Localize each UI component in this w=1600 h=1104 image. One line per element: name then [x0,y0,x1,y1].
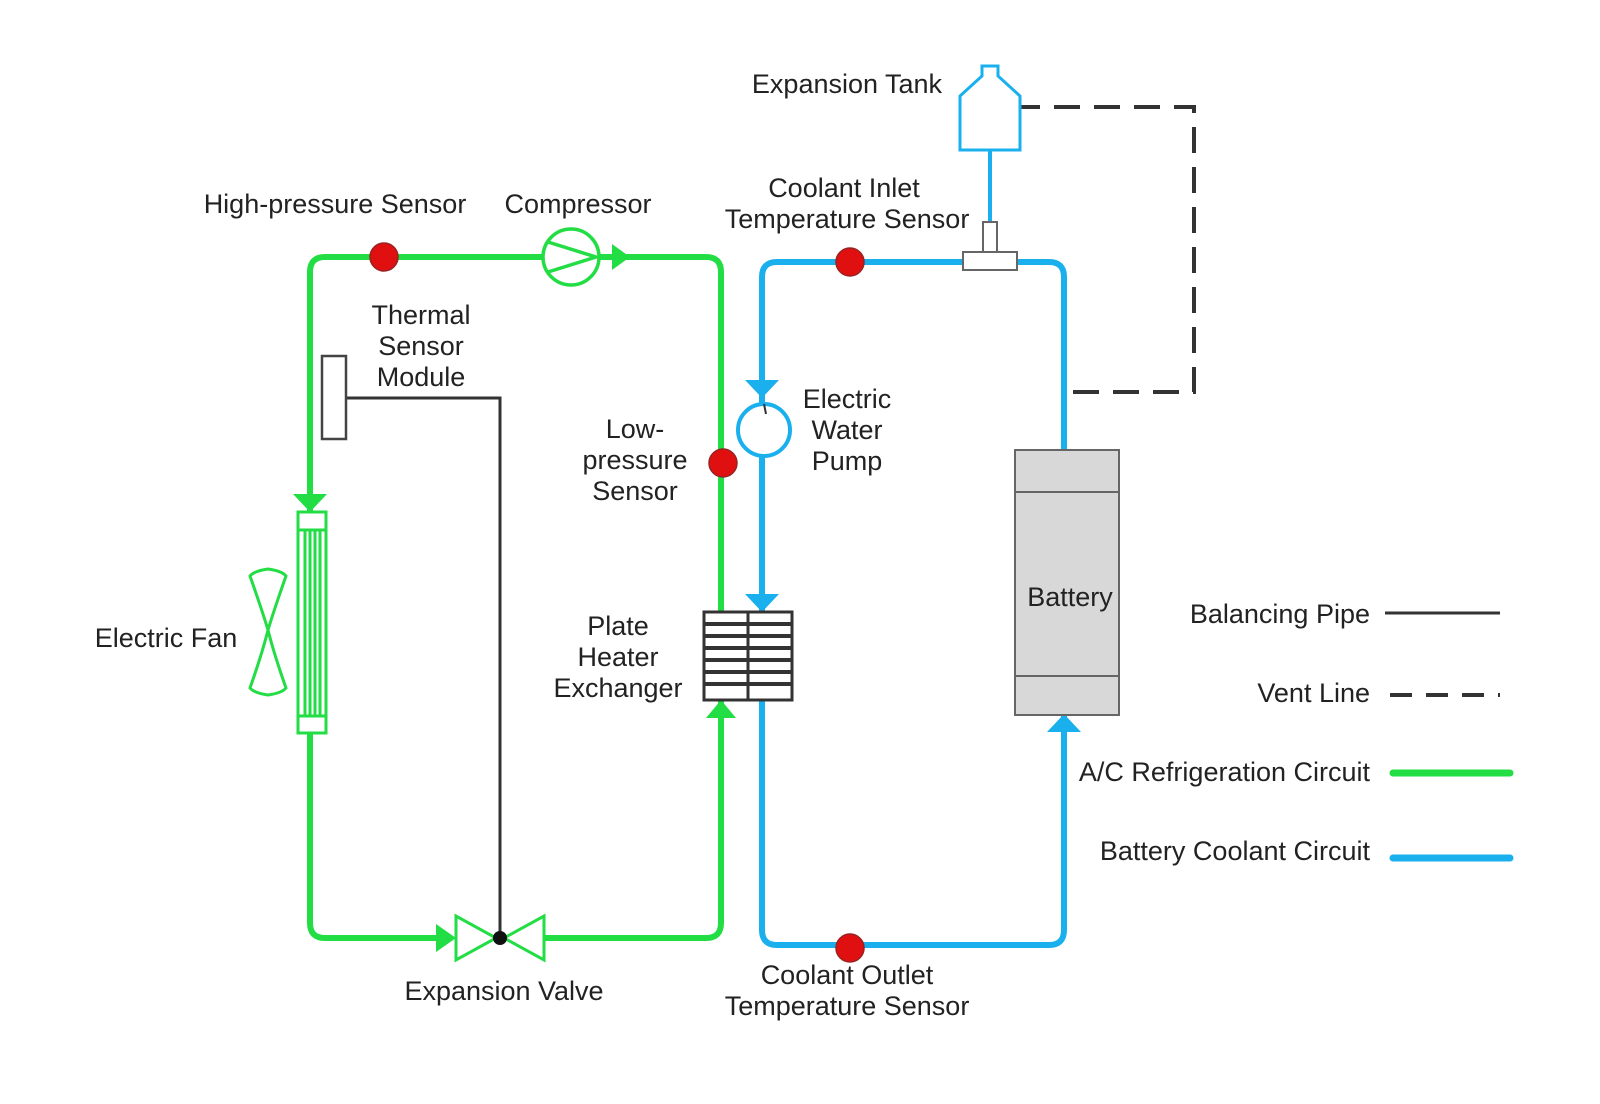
arrow-icon [1047,714,1081,732]
label-thermal-1: Thermal [371,300,470,330]
coolant-flow-arrows [745,380,1081,732]
label-coolant-outlet-2: Temperature Sensor [725,991,970,1021]
arrow-icon [745,380,779,398]
coolant-outlet-sensor-icon [835,933,865,963]
label-expansion-tank: Expansion Tank [752,69,943,99]
low-pressure-sensor-icon [708,448,738,478]
label-thermal-3: Module [377,362,466,392]
expansion-tank-icon [958,64,1022,152]
vent-line [1014,105,1196,394]
label-plate-1: Plate [587,611,649,641]
high-pressure-sensor-icon [369,242,399,272]
arrow-icon [706,700,736,718]
label-battery: Battery [1027,582,1113,612]
thermal-sensor-module-icon [320,354,348,441]
legend-balancing-pipe-label: Balancing Pipe [1190,599,1370,629]
arrow-icon [612,244,630,270]
label-pump-2: Water [811,415,882,445]
label-expansion-valve: Expansion Valve [404,976,603,1006]
label-pump-3: Pump [812,446,883,476]
label-compressor: Compressor [504,189,651,219]
label-coolant-outlet-1: Coolant Outlet [761,960,934,990]
legend-battery-circuit-label: Battery Coolant Circuit [1100,836,1371,866]
ac-refrigeration-circuit [307,254,724,941]
label-electric-fan: Electric Fan [95,623,238,653]
label-plate-2: Heater [577,642,658,672]
arrow-icon [293,494,327,512]
label-low-pressure-1: Low- [606,414,665,444]
label-thermal-2: Sensor [378,331,464,361]
coolant-inlet-sensor-icon [835,247,865,277]
label-coolant-inlet-2: Temperature Sensor [725,204,970,234]
valve-junction-dot [493,931,507,945]
legend-vent-line-label: Vent Line [1257,678,1370,708]
label-plate-3: Exchanger [553,673,682,703]
expansion-valve-icon [454,913,546,963]
plate-heat-exchanger-icon [702,610,794,702]
battery-icon [1014,449,1120,716]
label-low-pressure-3: Sensor [592,476,678,506]
label-pump-1: Electric [803,384,892,414]
legend-ac-circuit-label: A/C Refrigeration Circuit [1079,757,1371,787]
label-coolant-inlet-1: Coolant Inlet [768,173,920,203]
label-high-pressure-sensor: High-pressure Sensor [204,189,467,219]
sensors [369,242,865,963]
battery-coolant-circuit [759,150,1067,948]
label-low-pressure-2: pressure [582,445,687,475]
arrow-icon [436,924,456,952]
ac-flow-arrows [293,244,736,952]
arrow-icon [745,594,779,612]
condenser-icon [296,510,328,735]
electric-water-pump-icon [736,402,792,458]
tee-connector-icon [962,221,1018,271]
legend: Balancing Pipe Vent Line A/C Refrigerati… [1079,599,1514,866]
electric-fan-icon [248,567,288,697]
compressor-icon [541,227,602,287]
balancing-pipe [346,396,502,938]
